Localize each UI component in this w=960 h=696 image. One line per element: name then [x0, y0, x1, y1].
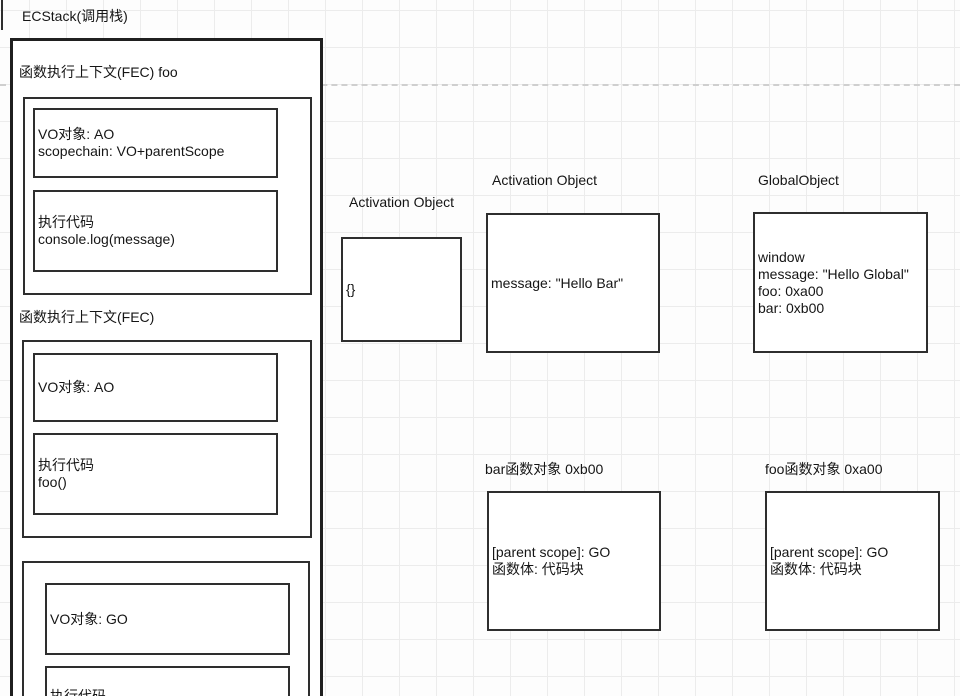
vo-text-line: VO对象: GO [50, 610, 128, 627]
ao-empty-label[interactable]: Activation Object [349, 194, 455, 210]
global-object-label[interactable]: GlobalObject [758, 172, 839, 188]
fec-bar-vo-box[interactable]: VO对象: AO [33, 353, 278, 422]
vo-text-line: VO对象: AO [38, 126, 115, 142]
fn-foo-body-line: 函数体: 代码块 [770, 561, 862, 577]
ao-empty-body-line: {} [346, 281, 356, 297]
global-body-line: foo: 0xa00 [758, 282, 824, 299]
fn-foo-label[interactable]: foo函数对象 0xa00 [765, 461, 883, 477]
fn-bar-box[interactable]: [parent scope]: GO 函数体: 代码块 [487, 491, 661, 631]
ao-bar-body-line: message: "Hello Bar" [491, 274, 624, 291]
gec-vo-box[interactable]: VO对象: GO [45, 583, 290, 655]
global-body-line: message: "Hello Global" [758, 265, 909, 282]
code-title-line: 执行代码 [38, 214, 94, 230]
fec-foo-label[interactable]: 函数执行上下文(FEC) foo [19, 64, 178, 80]
fec-bar-code-box[interactable]: 执行代码 foo() [33, 433, 278, 515]
fn-foo-box[interactable]: [parent scope]: GO 函数体: 代码块 [765, 491, 940, 631]
global-body-line: window [758, 248, 805, 265]
ao-bar-box[interactable]: message: "Hello Bar" [486, 213, 660, 353]
fn-bar-body-line: 函数体: 代码块 [492, 561, 584, 577]
fn-bar-label[interactable]: bar函数对象 0xb00 [485, 461, 604, 477]
global-object-box[interactable]: window message: "Hello Global" foo: 0xa0… [753, 212, 928, 353]
gec-code-box[interactable]: 执行代码 [45, 666, 290, 696]
global-body-line: bar: 0xb00 [758, 299, 825, 316]
code-text-line: console.log(message) [38, 231, 175, 247]
ao-empty-box[interactable]: {} [341, 237, 462, 342]
fn-bar-body-line: [parent scope]: GO [492, 544, 611, 560]
scopechain-text-line: scopechain: VO+parentScope [38, 143, 225, 159]
page-break-dashed-line [0, 84, 960, 86]
code-title-line: 执行代码 [50, 687, 106, 696]
fec-foo-code-box[interactable]: 执行代码 console.log(message) [33, 190, 278, 272]
fec-foo-vo-box[interactable]: VO对象: AO scopechain: VO+parentScope [33, 108, 278, 178]
fn-foo-body-line: [parent scope]: GO [770, 544, 889, 560]
ecstack-title[interactable]: ECStack(调用栈) [22, 8, 128, 24]
ao-bar-label[interactable]: Activation Object [492, 172, 598, 188]
fec-bar-label[interactable]: 函数执行上下文(FEC) [19, 309, 155, 325]
code-title-line: 执行代码 [38, 457, 94, 473]
ecstack-label-box-edge [1, 0, 3, 30]
vo-text-line: VO对象: AO [38, 379, 115, 395]
code-text-line: foo() [38, 474, 67, 490]
